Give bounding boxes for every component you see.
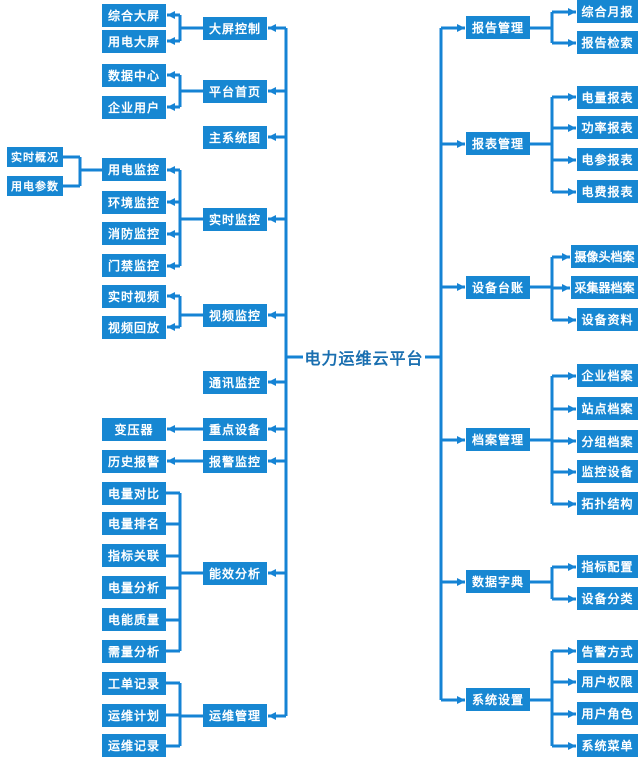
node-platform-home[interactable]: 平台首页 xyxy=(203,80,267,103)
node-realtime-overview[interactable]: 实时概况 xyxy=(7,147,63,167)
node-device-info[interactable]: 设备资料 xyxy=(577,308,638,331)
node-enterprise-archive[interactable]: 企业档案 xyxy=(577,364,638,387)
node-power-report[interactable]: 功率报表 xyxy=(577,116,638,139)
node-topology[interactable]: 拓扑结构 xyxy=(577,492,638,515)
node-device-ledger[interactable]: 设备台账 xyxy=(466,276,530,299)
node-video-playback[interactable]: 视频回放 xyxy=(102,316,166,339)
node-alert-method[interactable]: 告警方式 xyxy=(577,640,638,663)
root-node-platform-title[interactable]: 电力运维云平台 xyxy=(304,349,424,368)
node-site-archive[interactable]: 站点档案 xyxy=(577,397,638,420)
trunk-lines xyxy=(284,28,443,716)
node-eparam-report[interactable]: 电参报表 xyxy=(577,148,638,171)
node-main-system-diagram[interactable]: 主系统图 xyxy=(203,126,267,149)
node-report-mgmt[interactable]: 报告管理 xyxy=(466,16,530,39)
node-access-monitoring[interactable]: 门禁监控 xyxy=(102,254,166,277)
node-enterprise-users[interactable]: 企业用户 xyxy=(102,96,166,119)
node-power-screen[interactable]: 用电大屏 xyxy=(102,30,166,53)
node-power-quality[interactable]: 电能质量 xyxy=(102,608,166,631)
node-electricity-analysis[interactable]: 电量分析 xyxy=(102,576,166,599)
node-tariff-report[interactable]: 电费报表 xyxy=(577,180,638,203)
node-monitoring-device[interactable]: 监控设备 xyxy=(577,460,638,483)
node-energy-report[interactable]: 电量报表 xyxy=(577,86,638,109)
node-data-center[interactable]: 数据中心 xyxy=(102,64,166,87)
right-branch-lines xyxy=(530,8,576,750)
right-level1-arrows xyxy=(441,24,465,704)
node-transformer[interactable]: 变压器 xyxy=(102,418,166,441)
node-archive-mgmt[interactable]: 档案管理 xyxy=(466,428,530,451)
node-env-monitoring[interactable]: 环境监控 xyxy=(102,191,166,214)
node-alarm-history[interactable]: 历史报警 xyxy=(102,450,166,473)
node-comprehensive-screen[interactable]: 综合大屏 xyxy=(102,4,166,27)
node-system-settings[interactable]: 系统设置 xyxy=(466,688,530,711)
node-report-search[interactable]: 报告检索 xyxy=(577,31,638,54)
node-live-video[interactable]: 实时视频 xyxy=(102,285,166,308)
node-screen-control[interactable]: 大屏控制 xyxy=(203,17,267,40)
node-collector-archive[interactable]: 采集器档案 xyxy=(571,276,638,299)
node-user-roles[interactable]: 用户角色 xyxy=(577,702,638,725)
node-energy-ranking[interactable]: 电量排名 xyxy=(102,512,166,535)
node-power-parameters[interactable]: 用电参数 xyxy=(7,176,63,196)
node-energy-efficiency[interactable]: 能效分析 xyxy=(203,562,267,585)
node-om-records[interactable]: 运维记录 xyxy=(102,734,166,757)
node-statement-mgmt[interactable]: 报表管理 xyxy=(466,132,530,155)
node-comm-monitoring[interactable]: 通讯监控 xyxy=(203,371,267,394)
node-om-plan[interactable]: 运维计划 xyxy=(102,704,166,727)
node-power-monitoring[interactable]: 用电监控 xyxy=(102,158,166,181)
left-level1-arrows xyxy=(268,24,286,720)
node-work-order-records[interactable]: 工单记录 xyxy=(102,672,166,695)
node-video-monitoring[interactable]: 视频监控 xyxy=(203,304,267,327)
left-branch-lines xyxy=(63,11,203,748)
node-demand-analysis[interactable]: 需量分析 xyxy=(102,640,166,663)
node-data-dictionary[interactable]: 数据字典 xyxy=(466,570,530,593)
node-camera-archive[interactable]: 摄像头档案 xyxy=(571,245,638,268)
node-om-management[interactable]: 运维管理 xyxy=(203,704,267,727)
node-key-equipment[interactable]: 重点设备 xyxy=(203,418,267,441)
node-realtime-monitoring[interactable]: 实时监控 xyxy=(203,208,267,231)
node-energy-comparison[interactable]: 电量对比 xyxy=(102,482,166,505)
node-alarm-monitoring[interactable]: 报警监控 xyxy=(203,450,267,473)
node-indicator-correlation[interactable]: 指标关联 xyxy=(102,544,166,567)
node-system-menu[interactable]: 系统菜单 xyxy=(577,734,638,757)
node-user-permissions[interactable]: 用户权限 xyxy=(577,670,638,693)
node-device-category[interactable]: 设备分类 xyxy=(577,587,638,610)
node-indicator-config[interactable]: 指标配置 xyxy=(577,555,638,578)
node-group-archive[interactable]: 分组档案 xyxy=(577,430,638,453)
node-fire-monitoring[interactable]: 消防监控 xyxy=(102,222,166,245)
node-monthly-report[interactable]: 综合月报 xyxy=(577,0,638,23)
